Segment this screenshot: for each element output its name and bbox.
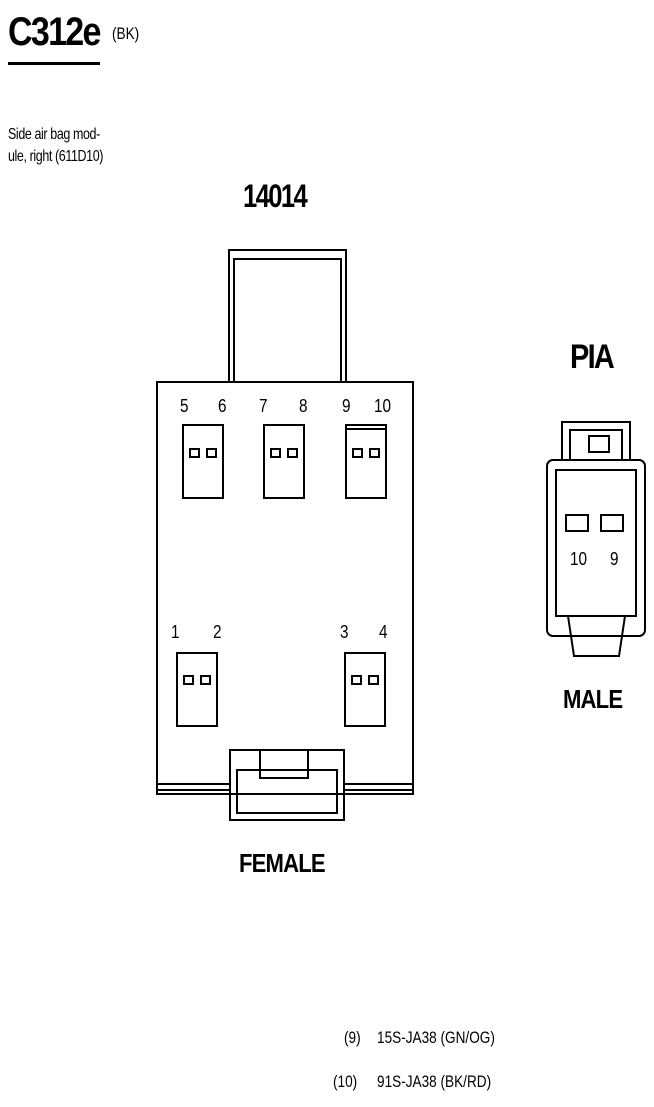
pin-number: 4 [379, 622, 388, 642]
pin-number: 10 [570, 549, 588, 569]
male-terminal-10 [565, 514, 589, 532]
description-line-2: ule, right (611D10) [8, 148, 104, 165]
circuit-code: 15S-JA38 (GN/OG) [377, 1028, 495, 1047]
pin-number: 9 [342, 396, 351, 416]
part-number: 14014 [243, 178, 308, 214]
circuit-code: 91S-JA38 (BK/RD) [377, 1072, 492, 1091]
circuit-pin: (10) [333, 1072, 358, 1091]
description-line-1: Side air bag mod- [8, 126, 100, 143]
female-label: FEMALE [239, 848, 326, 878]
connector-description: Side air bag mod- ule, right (611D10) [8, 124, 133, 168]
cavity-5-6 [182, 424, 224, 499]
female-connector-body [156, 381, 414, 795]
pin-number: 9 [610, 549, 619, 569]
title-underline [8, 62, 100, 65]
connector-id: C312e [8, 10, 101, 54]
female-bottom-lock [229, 749, 345, 821]
male-connector-name: PIA [570, 338, 615, 376]
circuit-pin: (9) [344, 1028, 361, 1047]
male-connector-body [546, 459, 646, 637]
female-bottom-flange [157, 783, 413, 791]
pin-number: 5 [180, 396, 189, 416]
pin-number: 6 [218, 396, 227, 416]
pin-number: 10 [374, 396, 392, 416]
male-label: MALE [563, 684, 623, 714]
male-connector [546, 421, 646, 657]
pin-number: 1 [171, 622, 180, 642]
male-top-latch [561, 421, 631, 460]
cavity-7-8 [263, 424, 305, 499]
pin-number: 8 [299, 396, 308, 416]
pin-number: 3 [340, 622, 349, 642]
cavity-9-10 [345, 424, 387, 499]
pin-number: 7 [259, 396, 268, 416]
cavity-1-2 [176, 652, 218, 727]
pin-number: 2 [213, 622, 222, 642]
female-top-latch [228, 249, 347, 383]
male-terminal-9 [600, 514, 624, 532]
connector-color: (BK) [112, 24, 140, 43]
cavity-3-4 [344, 652, 386, 727]
